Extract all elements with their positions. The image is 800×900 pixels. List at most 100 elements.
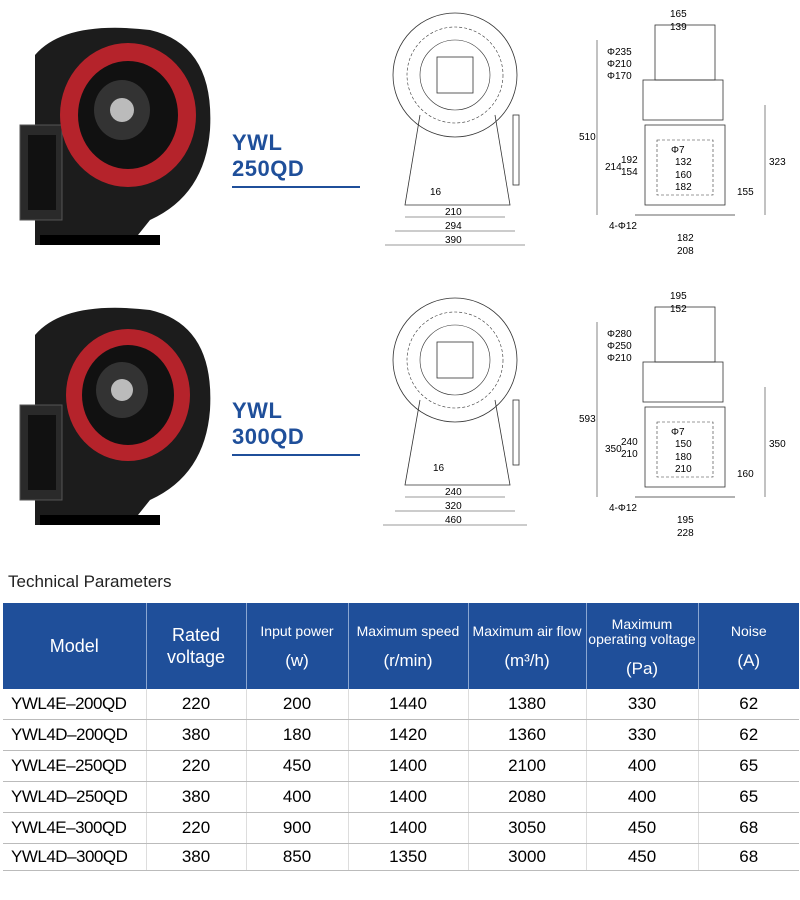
value-cell: 220	[146, 812, 247, 844]
dim-text: Φ210	[607, 353, 632, 364]
value-cell: 1400	[348, 781, 469, 813]
value-cell: 65	[698, 781, 799, 813]
dim-text: 210	[621, 449, 638, 460]
value-cell: 1380	[468, 689, 587, 720]
dim-text: 180	[675, 452, 692, 463]
value-cell: 850	[246, 843, 349, 871]
dim-text: 208	[677, 246, 694, 257]
header-input-power: Input power(w)	[246, 603, 349, 689]
value-cell: 330	[586, 719, 699, 751]
value-cell: 68	[698, 812, 799, 844]
value-cell: 330	[586, 689, 699, 720]
header-max-air-flow: Maximum air flow(m³/h)	[468, 603, 587, 689]
dim-text: Φ7	[671, 145, 685, 156]
dim-text: 160	[675, 170, 692, 181]
header-rated-voltage: Rated voltage	[146, 603, 247, 689]
dim-text: 294	[445, 221, 462, 232]
value-cell: 2080	[468, 781, 587, 813]
dim-text: 320	[445, 501, 462, 512]
product-section-300: YWL 300QD 16 240 320 460 195 152 Φ280 Φ2…	[0, 280, 800, 550]
params-table: Model Rated voltage Input power(w) Maxim…	[3, 603, 799, 871]
dim-text: 593	[579, 414, 596, 425]
value-cell: 450	[246, 750, 349, 782]
header-max-operating-voltage: Maximum operating voltage(Pa)	[586, 603, 699, 689]
value-cell: 450	[586, 843, 699, 871]
dim-text: 182	[675, 182, 692, 193]
dim-text: 150	[675, 439, 692, 450]
value-cell: 400	[246, 781, 349, 813]
table-header-row: Model Rated voltage Input power(w) Maxim…	[3, 603, 799, 689]
dim-text: 154	[621, 167, 638, 178]
header-max-speed: Maximum speed(r/min)	[348, 603, 469, 689]
dim-text: 132	[675, 157, 692, 168]
value-cell: 1420	[348, 719, 469, 751]
dim-text: 195	[670, 291, 687, 302]
header-noise: Noise(A)	[698, 603, 799, 689]
front-view-drawing-250: 165 139 Φ235 Φ210 Φ170 510 214 192 154 Φ…	[579, 9, 786, 257]
model-cell: YWL4D–200QD	[3, 719, 147, 751]
side-view-drawing-250: 16 210 294 390	[385, 12, 525, 246]
dim-text: 240	[445, 487, 462, 498]
value-cell: 1360	[468, 719, 587, 751]
dim-text: Φ280	[607, 329, 632, 340]
dim-text: 228	[677, 528, 694, 539]
value-cell: 380	[146, 719, 247, 751]
value-cell: 380	[146, 781, 247, 813]
dim-text: 350	[769, 439, 786, 450]
model-cell: YWL4E–250QD	[3, 750, 147, 782]
value-cell: 65	[698, 750, 799, 782]
value-cell: 180	[246, 719, 349, 751]
value-cell: 2100	[468, 750, 587, 782]
dim-text: Φ235	[607, 47, 632, 58]
dim-text: 139	[670, 22, 687, 33]
value-cell: 400	[586, 781, 699, 813]
dim-text: 160	[737, 469, 754, 480]
dim-text: 16	[430, 187, 442, 198]
front-view-drawing-300: 195 152 Φ280 Φ250 Φ210 593 350 240 210 Φ…	[579, 291, 786, 539]
dim-text: 350	[605, 444, 622, 455]
value-cell: 400	[586, 750, 699, 782]
side-view-drawing-300: 16 240 320 460	[383, 297, 527, 526]
section-title: Technical Parameters	[8, 572, 172, 591]
value-cell: 200	[246, 689, 349, 720]
value-cell: 1440	[348, 689, 469, 720]
dim-text: 152	[670, 304, 687, 315]
model-label: YWL 250QD	[232, 130, 360, 188]
model-label: YWL 300QD	[232, 398, 360, 456]
dim-text: 4-Φ12	[609, 221, 637, 232]
dim-text: 182	[677, 233, 694, 244]
value-cell: 68	[698, 843, 799, 871]
value-cell: 1400	[348, 812, 469, 844]
value-cell: 380	[146, 843, 247, 871]
dim-text: 510	[579, 132, 596, 143]
value-cell: 220	[146, 689, 247, 720]
dim-text: 214	[605, 162, 622, 173]
value-cell: 3050	[468, 812, 587, 844]
model-cell: YWL4D–250QD	[3, 781, 147, 813]
value-cell: 62	[698, 719, 799, 751]
value-cell: 1400	[348, 750, 469, 782]
value-cell: 3000	[468, 843, 587, 871]
dim-text: Φ210	[607, 59, 632, 70]
dim-text: Φ250	[607, 341, 632, 352]
dim-text: Φ170	[607, 71, 632, 82]
fan-photo-300	[19, 307, 211, 525]
dim-text: 210	[675, 464, 692, 475]
value-cell: 900	[246, 812, 349, 844]
dim-text: 210	[445, 207, 462, 218]
dim-text: 195	[677, 515, 694, 526]
product-section-250: YWL 250QD 16 210 294 390 165 139 Φ235 Φ2…	[0, 0, 800, 270]
dim-text: 155	[737, 187, 754, 198]
value-cell: 450	[586, 812, 699, 844]
model-cell: YWL4E–200QD	[3, 689, 147, 720]
dim-text: 4-Φ12	[609, 503, 637, 514]
dim-text: 323	[769, 157, 786, 168]
dim-text: 460	[445, 515, 462, 526]
value-cell: 220	[146, 750, 247, 782]
header-model: Model	[3, 603, 147, 689]
